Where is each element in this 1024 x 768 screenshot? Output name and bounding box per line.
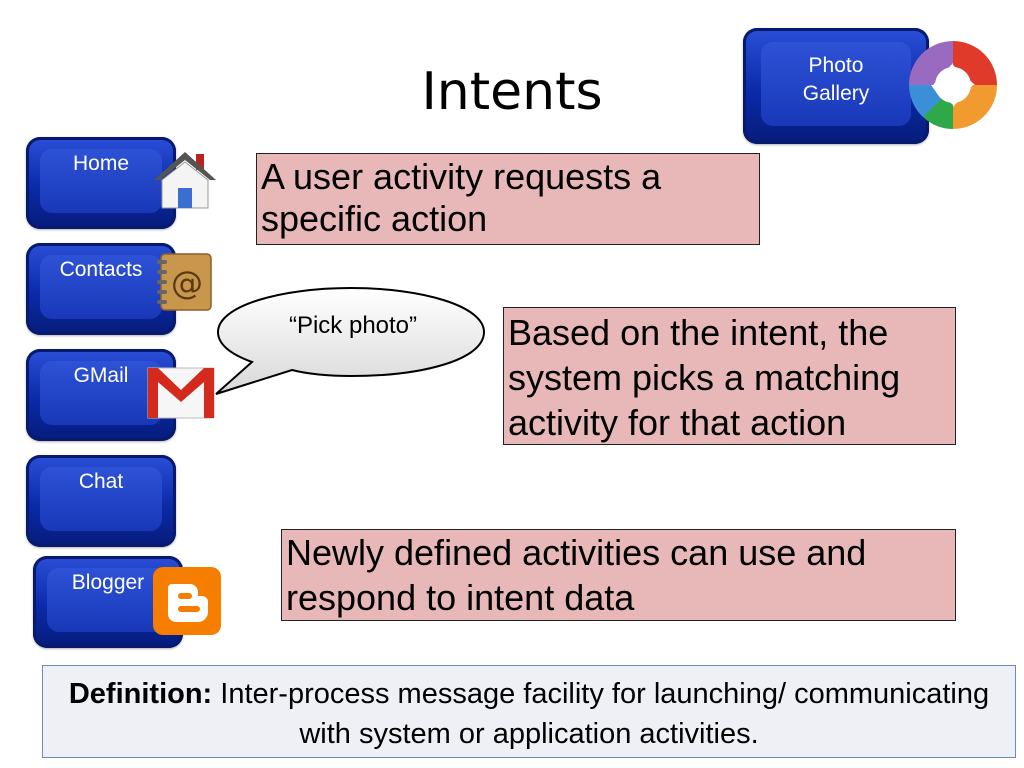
- gmail-envelope-icon: [147, 367, 215, 419]
- slide-title: Intents: [421, 62, 603, 122]
- home-app-button[interactable]: Home: [26, 137, 176, 229]
- gmail-label: GMail: [73, 364, 129, 387]
- home-label: Home: [72, 152, 130, 175]
- picasa-pinwheel-icon: [909, 41, 997, 129]
- photo-gallery-button[interactable]: Photo Gallery: [743, 28, 929, 144]
- definition-term: Definition:: [68, 678, 213, 710]
- pick-photo-bubble-text: “Pick photo”: [288, 312, 418, 339]
- system-picks-box: Based on the intent, the system picks a …: [503, 307, 956, 445]
- definition-box: Definition: Inter-process message facili…: [42, 665, 1016, 758]
- photo-gallery-label: Photo Gallery: [802, 54, 870, 105]
- new-activities-box: Newly defined activities can use and res…: [281, 529, 956, 621]
- chat-app-button[interactable]: Chat: [26, 455, 176, 547]
- request-action-box: A user activity requests a specific acti…: [256, 153, 760, 245]
- address-book-icon: @: [157, 253, 212, 311]
- blogger-icon: [153, 567, 221, 635]
- definition-text: Inter-process message facility for launc…: [212, 678, 990, 750]
- house-icon: [154, 152, 216, 209]
- contacts-app-button[interactable]: Contacts: [26, 243, 176, 335]
- speech-bubble: [215, 286, 486, 395]
- chat-label: Chat: [78, 470, 124, 493]
- blogger-label: Blogger: [71, 571, 145, 594]
- svg-text:@: @: [171, 264, 203, 302]
- contacts-label: Contacts: [59, 258, 143, 281]
